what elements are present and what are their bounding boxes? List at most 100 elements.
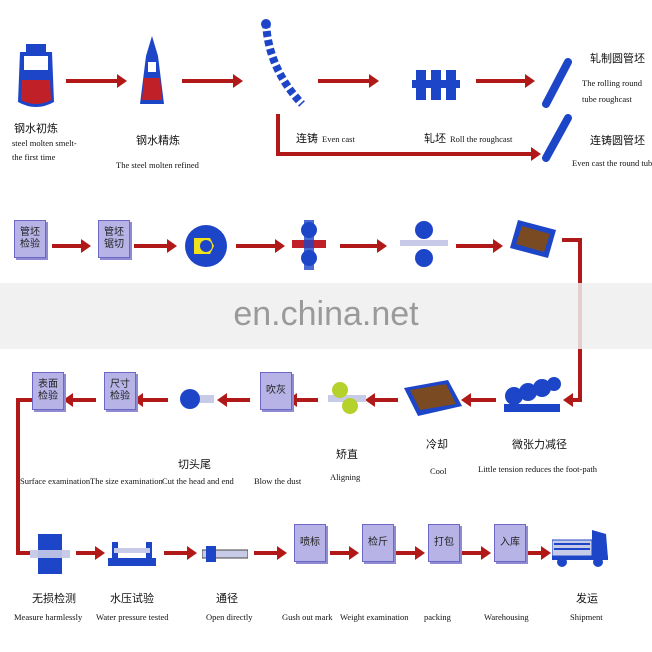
- box-line: 锯切: [104, 239, 124, 250]
- flow-line: [16, 398, 32, 402]
- flow-arrow: [182, 74, 243, 88]
- flow-arrow: [63, 393, 96, 407]
- step-label-cn: 发运: [576, 593, 598, 605]
- step-label-cn: 水压试验: [110, 593, 154, 605]
- surface-inspection-box: 表面 检验: [32, 372, 64, 410]
- step-label-en: Water pressure tested: [96, 612, 169, 622]
- round-billet-icon: [542, 58, 572, 108]
- step-label-en: The rolling round: [582, 78, 642, 88]
- flow-line: [562, 238, 582, 242]
- step-label-en: the first time: [12, 152, 56, 162]
- step-label-cn: 轧制圆管坯: [590, 53, 645, 65]
- box-line: 管坯: [104, 227, 124, 238]
- flow-arrow: [236, 239, 285, 253]
- flow-arrow: [287, 393, 318, 407]
- box-line: 吹灰: [266, 385, 286, 396]
- step-label-cn: 冷却: [426, 439, 448, 451]
- truck-icon: [552, 530, 608, 567]
- step-label-en: Weight examination: [340, 612, 409, 622]
- cut-off-icon: [180, 389, 214, 409]
- step-label-cn: 连铸圆管坯: [590, 135, 645, 147]
- flow-arrow: [528, 546, 551, 560]
- step-label-cn: 钢水精炼: [136, 135, 180, 147]
- rolling-mill-icon: [412, 70, 460, 100]
- flow-arrow: [52, 239, 91, 253]
- billet-inspection-box: 管坯 检验: [14, 220, 46, 258]
- box-line: 检斤: [368, 537, 388, 548]
- step-label-en: Warehousing: [484, 612, 529, 622]
- flow-arrow: [254, 546, 287, 560]
- pipe-rolling-icon: [400, 221, 448, 267]
- ladle-refining-icon: [140, 36, 164, 104]
- step-label-en: Surface examination: [20, 476, 91, 486]
- billet-sawing-box: 管坯 锯切: [98, 220, 130, 258]
- flow-arrow: [476, 74, 535, 88]
- box-line: 喷标: [300, 537, 320, 548]
- step-label-en: Open directly: [206, 612, 253, 622]
- flow-arrow: [340, 239, 387, 253]
- hydrotest-icon: [108, 542, 156, 566]
- step-label-cn: 钢水初炼: [14, 123, 58, 135]
- cast-round-billet-icon: [542, 114, 572, 162]
- flow-arrow: [396, 546, 425, 560]
- flow-arrow: [330, 546, 359, 560]
- flow-arrow: [133, 393, 168, 407]
- heating-furnace-icon: [185, 225, 227, 267]
- flow-arrow: [365, 393, 398, 407]
- step-label-en: The steel molten refined: [116, 160, 199, 170]
- flow-arrow: [217, 393, 250, 407]
- step-label-en: Even cast the round tube: [572, 158, 652, 168]
- converter-furnace-icon: [18, 44, 54, 107]
- step-label-cn: 轧坯: [424, 133, 446, 145]
- continuous-caster-icon: [261, 19, 305, 107]
- box-line: 管坯: [20, 227, 40, 238]
- flow-arrow: [276, 147, 541, 161]
- warehousing-box: 入库: [494, 524, 526, 562]
- step-label-en: Aligning: [330, 472, 361, 482]
- step-label-en: Little tension reduces the foot-path: [478, 464, 597, 474]
- box-line: 检验: [38, 391, 58, 402]
- ultrasonic-test-icon: [30, 534, 70, 574]
- box-line: 尺寸: [110, 379, 130, 390]
- size-inspection-box: 尺寸 检验: [104, 372, 136, 410]
- step-label-en: steel molten smelt-: [12, 138, 77, 148]
- weigh-box: 检斤: [362, 524, 394, 562]
- flow-line: [16, 551, 30, 555]
- box-line: 打包: [434, 537, 454, 548]
- step-label-en: Gush out mark: [282, 612, 333, 622]
- packing-box: 打包: [428, 524, 460, 562]
- flow-arrow: [462, 546, 491, 560]
- drift-test-icon: [202, 546, 248, 562]
- flow-arrow: [76, 546, 105, 560]
- flow-arrow: [563, 393, 582, 407]
- flow-line: [16, 398, 20, 554]
- flow-arrow: [456, 239, 503, 253]
- watermark-band: [0, 283, 652, 349]
- box-line: 检验: [20, 239, 40, 250]
- box-line: 检验: [110, 391, 130, 402]
- step-label-en: tube roughcast: [582, 94, 632, 104]
- spray-mark-box: 喷标: [294, 524, 326, 562]
- flow-arrow: [461, 393, 496, 407]
- flow-arrow: [134, 239, 177, 253]
- step-label-en: Shipment: [570, 612, 603, 622]
- step-label-en: Measure harmlessly: [14, 612, 83, 622]
- stretch-reducing-mill-icon: [504, 377, 561, 412]
- step-label-cn: 连铸: [296, 133, 318, 145]
- cooling-bed-icon: [404, 380, 462, 416]
- step-label-cn: 无损检测: [32, 593, 76, 605]
- flow-arrow: [318, 74, 379, 88]
- step-label-en: Cool: [430, 466, 447, 476]
- step-label-en: Even cast: [322, 134, 355, 144]
- step-label-cn: 微张力减径: [512, 439, 567, 451]
- flow-line: [276, 114, 280, 156]
- step-label-en: Blow the dust: [254, 476, 302, 486]
- step-label-cn: 矫直: [336, 449, 358, 461]
- straightener-icon: [328, 382, 366, 414]
- blow-dust-box: 吹灰: [260, 372, 292, 410]
- step-label-en: The size examination: [90, 476, 163, 486]
- flow-arrow: [66, 74, 127, 88]
- step-label-en: Roll the roughcast: [450, 134, 513, 144]
- watermark-text: en.china.net: [233, 295, 419, 333]
- step-label-en: packing: [424, 612, 451, 622]
